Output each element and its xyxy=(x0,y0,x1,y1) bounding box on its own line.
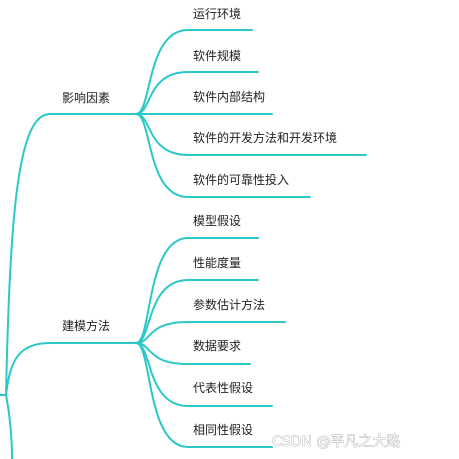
edge-root-down xyxy=(5,394,13,459)
leaf-internal-structure: 软件内部结构 xyxy=(193,89,265,104)
edge-branch-1-leaf-2 xyxy=(135,71,259,115)
leaf-sameness-assumption: 相同性假设 xyxy=(193,423,253,437)
edge-branch-2-leaf-2 xyxy=(135,279,259,344)
leaf-representativeness-assumption: 代表性假设 xyxy=(193,381,253,395)
leaf-model-assumptions: 模型假设 xyxy=(193,214,241,228)
leaf-dev-method-environment: 软件的开发方法和开发环境 xyxy=(193,130,337,145)
edge-branch-2-leaf-6 xyxy=(135,342,273,448)
leaf-parameter-estimation: 参数估计方法 xyxy=(193,297,265,312)
mind-map-edges xyxy=(0,29,367,459)
branch-label-influencing-factors: 影响因素 xyxy=(62,90,110,105)
branch-modeling-methods: 建模方法 模型假设 性能度量 参数估计方法 数据要求 代表性假设 相同性假设 xyxy=(62,214,265,437)
edge-branch-1-leaf-1 xyxy=(135,29,253,115)
branch-influencing-factors: 影响因素 运行环境 软件规模 软件内部结构 软件的开发方法和开发环境 软件的可靠… xyxy=(62,6,337,187)
edge-branch-2-leaf-3 xyxy=(135,321,286,344)
edge-root-to-branch-1 xyxy=(5,113,137,396)
leaf-data-requirements: 数据要求 xyxy=(193,338,241,353)
edge-branch-2-leaf-1 xyxy=(135,237,259,344)
edge-branch-2-leaf-4 xyxy=(135,342,251,365)
leaf-reliability-investment: 软件的可靠性投入 xyxy=(193,172,289,187)
branch-label-modeling-methods: 建模方法 xyxy=(62,318,110,333)
edge-root-to-branch-2 xyxy=(5,342,137,396)
leaf-software-scale: 软件规模 xyxy=(193,48,241,63)
edge-branch-1-leaf-5 xyxy=(135,113,311,198)
csdn-watermark: CSDN @平凡之大路 xyxy=(272,434,400,450)
leaf-runtime-environment: 运行环境 xyxy=(193,6,241,21)
leaf-performance-metrics: 性能度量 xyxy=(193,255,241,270)
